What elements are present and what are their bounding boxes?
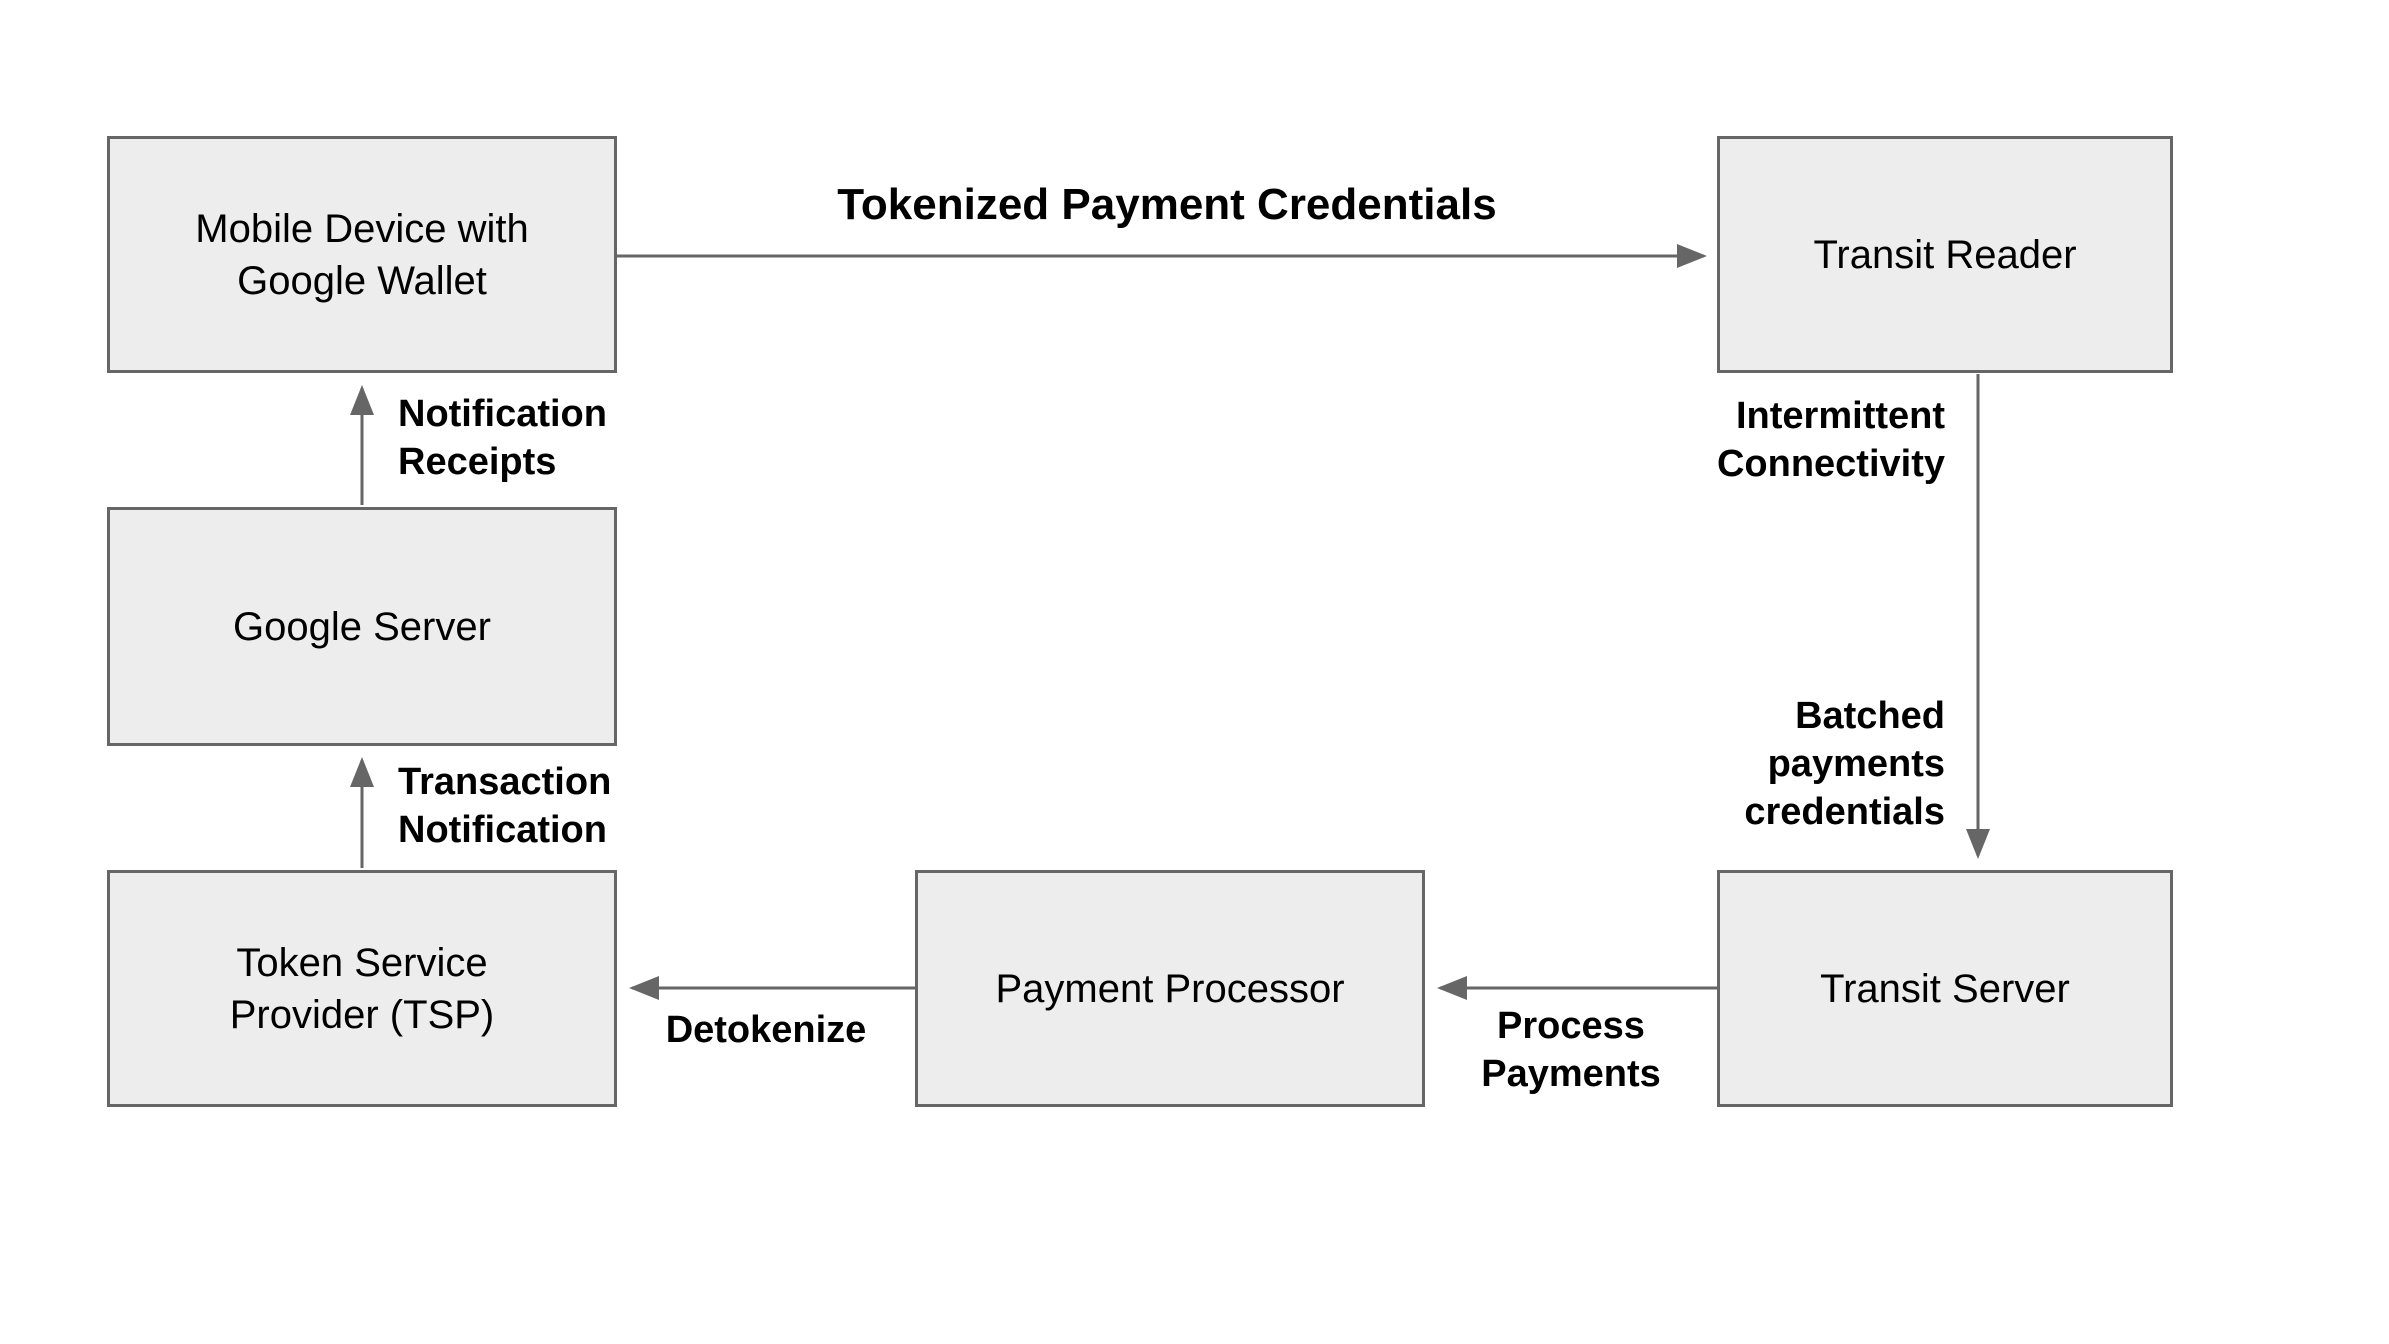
node-label-google-server: Google Server bbox=[233, 604, 491, 649]
edge-label-notification-receipts: Notification Receipts bbox=[398, 393, 607, 483]
node-payment-processor: Payment Processor bbox=[915, 870, 1425, 1107]
edge-label-detokenize: Detokenize bbox=[665, 1009, 867, 1051]
node-label-mobile-device-google-wallet: Mobile Device with Google Wallet bbox=[195, 206, 529, 303]
node-transit-reader: Transit Reader bbox=[1717, 136, 2173, 373]
node-label-transit-reader: Transit Reader bbox=[1813, 232, 2077, 277]
node-token-service-provider: Token Service Provider (TSP) bbox=[107, 870, 617, 1107]
node-label-transit-server: Transit Server bbox=[1820, 966, 2070, 1011]
edge-label-transaction-notification: Transaction Notification bbox=[398, 761, 612, 851]
node-label-payment-processor: Payment Processor bbox=[995, 966, 1345, 1011]
node-label-token-service-provider: Token Service Provider (TSP) bbox=[229, 940, 495, 1037]
edge-label-tokenized-payment-credentials: Tokenized Payment Credentials bbox=[837, 180, 1497, 229]
node-mobile-device-google-wallet: Mobile Device with Google Wallet bbox=[107, 136, 617, 373]
edge-label-batched-payments-credentials: Batched payments credentials bbox=[1744, 695, 1945, 833]
node-google-server: Google Server bbox=[107, 507, 617, 746]
edge-label-process-payments: Process Payments bbox=[1481, 1005, 1661, 1095]
node-transit-server: Transit Server bbox=[1717, 870, 2173, 1107]
edge-label-intermittent-connectivity: Intermittent Connectivity bbox=[1716, 395, 1945, 485]
